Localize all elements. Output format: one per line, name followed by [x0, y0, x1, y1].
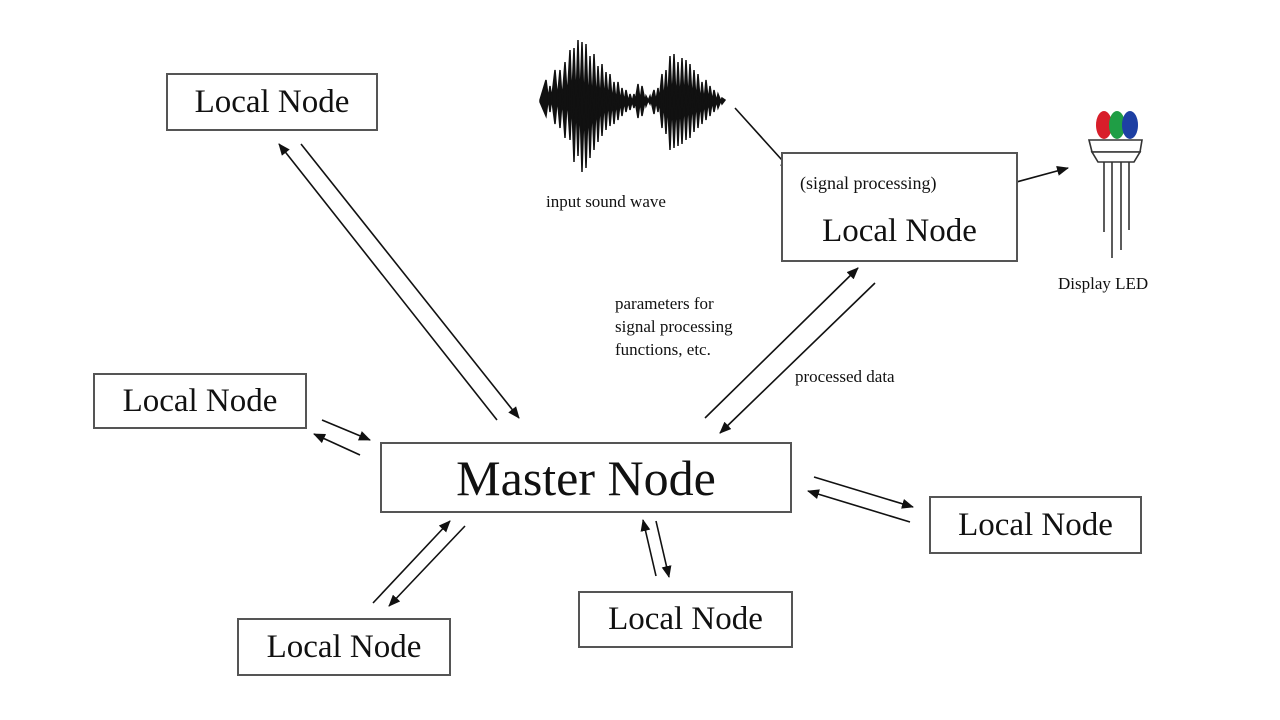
- arrow-master-to-bottom-left: [388, 525, 466, 607]
- local-node-left: Local Node: [93, 373, 307, 429]
- parameters-label: parameters for signal processing functio…: [615, 292, 733, 361]
- arrow-master-to-bottom-center: [655, 520, 672, 578]
- arrow-left-to-master: [321, 419, 371, 441]
- local-node-bottom-left: Local Node: [237, 618, 451, 676]
- parameters-label-line-1: parameters for: [615, 294, 714, 313]
- parameters-label-line-2: signal processing: [615, 317, 733, 336]
- led-green-icon: [1109, 111, 1125, 139]
- arrow-top-right-to-master: [719, 282, 876, 434]
- display-led-label: Display LED: [1058, 274, 1149, 293]
- arrow-master-to-right: [813, 476, 914, 509]
- led-blue-icon: [1122, 111, 1138, 139]
- input-sound-wave-label: input sound wave: [546, 192, 666, 211]
- local-node-top-left: Local Node: [166, 73, 378, 131]
- arrow-master-to-top-left: [278, 143, 498, 421]
- parameters-label-line-3: functions, etc.: [615, 340, 711, 359]
- processed-data-label: processed data: [795, 367, 895, 386]
- arrow-top-left-to-master: [300, 143, 520, 419]
- signal-processing-label: (signal processing): [800, 173, 937, 193]
- local-node-right: Local Node: [929, 496, 1142, 554]
- local-node-bottom-center: Local Node: [578, 591, 793, 648]
- rgb-led-icon: [1087, 111, 1143, 258]
- local-node-top-right: Local Node: [781, 152, 1018, 262]
- arrow-bottom-left-to-master: [372, 520, 451, 604]
- master-node: Master Node: [380, 442, 792, 513]
- arrow-master-to-left: [313, 433, 361, 456]
- arrow-right-to-master: [807, 489, 911, 523]
- sound-waveform-icon: [539, 39, 727, 173]
- led-red-icon: [1096, 111, 1112, 139]
- arrow-bottom-center-to-master: [640, 519, 657, 577]
- arrow-master-to-top-right: [704, 267, 859, 419]
